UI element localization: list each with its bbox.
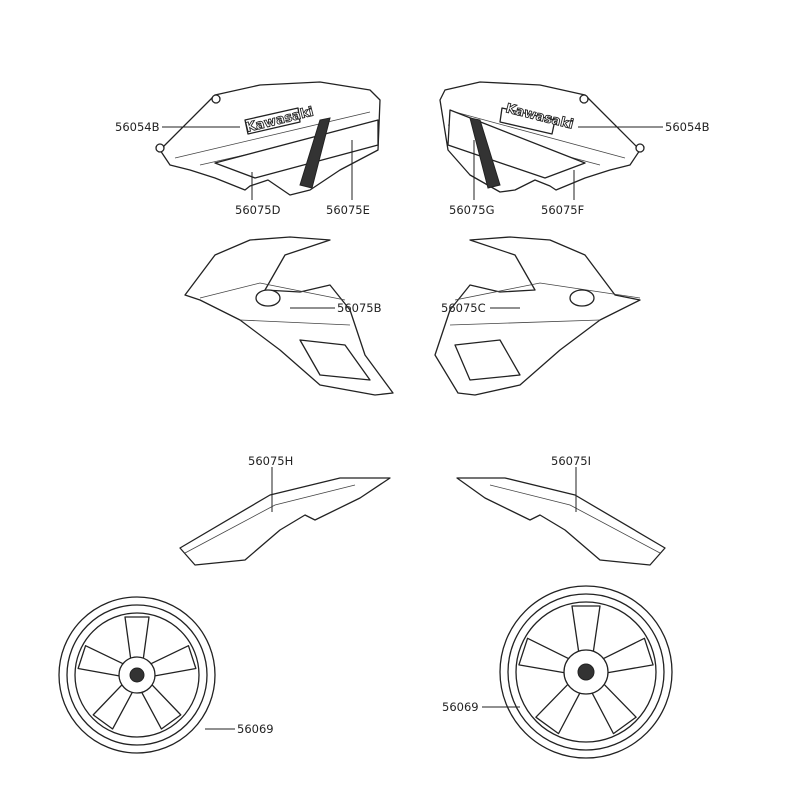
rear-wheel [499,585,673,759]
part-label-56054B-left: 56054B [115,120,160,134]
leader-lines [162,126,663,730]
left-tank-cover: Kawasaki [155,81,381,196]
left-tail-cover [179,477,391,566]
part-label-56054B-right: 56054B [665,120,710,134]
part-label-56075G: 56075G [449,203,495,217]
part-label-56069-front: 56069 [237,722,274,736]
part-label-56075H: 56075H [248,454,293,468]
right-tail-cover [456,477,666,566]
part-label-56075D: 56075D [235,203,281,217]
left-fairing [184,236,394,396]
part-label-56075B: 56075B [337,301,382,315]
part-label-56075E: 56075E [326,203,370,217]
part-label-56075I: 56075I [551,454,591,468]
front-wheel [58,596,216,754]
right-tank-cover: Kawasaki [439,81,645,193]
right-fairing [434,236,641,396]
part-label-56075F: 56075F [541,203,584,217]
part-label-56069-rear: 56069 [442,700,479,714]
part-label-56075C: 56075C [441,301,486,315]
